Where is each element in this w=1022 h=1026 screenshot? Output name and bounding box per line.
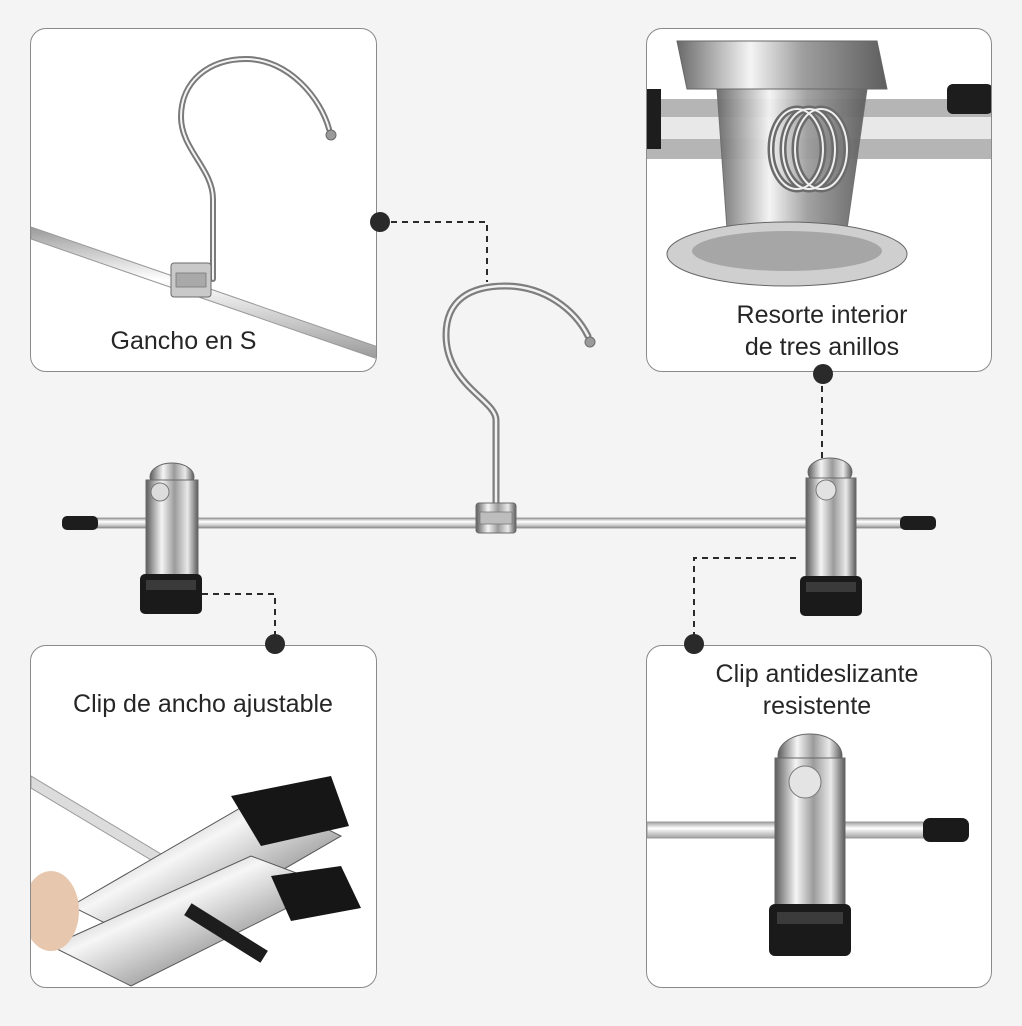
center-hook [442,282,592,512]
hanger-bar [69,517,933,529]
callout-line-antislip-clip [693,557,796,642]
antislip-clip-closeup [647,733,969,956]
panel-spring: Resorte interior de tres anillos [646,28,992,372]
panel-s-hook: Gancho en S [30,28,377,372]
s-hook-caption: Gancho en S [110,327,257,355]
adjustable-clip-caption: Clip de ancho ajustable [73,690,333,718]
panel-adjustable-clip: Clip de ancho ajustable [30,645,377,988]
antislip-clip-caption: Clip antideslizante resistente [715,660,919,720]
spring-closeup [647,40,991,287]
panel-antislip-clip: Clip antideslizante resistente [646,645,992,988]
left-end-cap [62,516,98,530]
hook-clamp [475,502,517,534]
right-clip [800,457,862,616]
right-end-cap [900,516,936,530]
left-clip [140,462,202,614]
adjustable-clip-closeup [31,775,361,987]
spring-caption: Resorte interior de tres anillos [736,301,908,361]
callout-line-adjustable-clip [202,593,276,642]
callout-line-s-hook [380,221,488,282]
s-hook-closeup [31,55,376,359]
